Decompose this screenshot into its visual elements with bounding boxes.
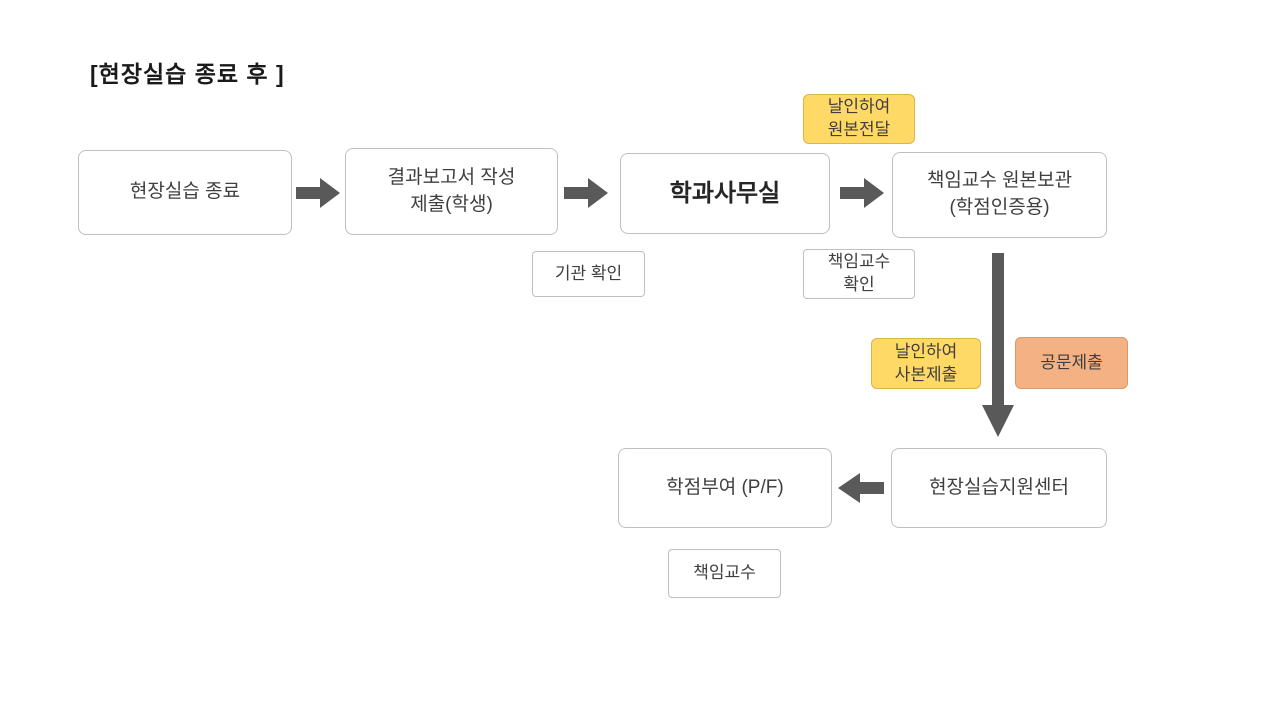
label-org-check-text: 기관 확인 xyxy=(554,263,623,283)
right-arrow-icon-2 xyxy=(564,178,608,208)
tag-seal-original-line2: 원본전달 xyxy=(827,120,891,139)
node-dept-office-label: 학과사무실 xyxy=(669,179,781,207)
tag-seal-original: 날인하여 원본전달 xyxy=(803,94,915,144)
down-arrow-icon xyxy=(982,253,1014,437)
tag-official-doc-text: 공문제출 xyxy=(1040,352,1103,372)
label-prof: 책임교수 xyxy=(668,549,781,598)
node-report-submit-line2: 제출(학생) xyxy=(410,193,493,215)
node-report-submit: 결과보고서 작성 제출(학생) xyxy=(345,148,558,235)
tag-seal-copy-line2: 사본제출 xyxy=(894,364,958,384)
node-prof-original-keep-line1: 책임교수 원본보관 xyxy=(926,170,1073,192)
node-field-training-end: 현장실습 종료 xyxy=(78,150,292,235)
tag-seal-copy-line1: 날인하여 xyxy=(894,341,958,361)
label-prof-check-line2: 확인 xyxy=(843,275,875,294)
label-prof-check-line1: 책임교수 xyxy=(827,252,891,272)
label-prof-check: 책임교수 확인 xyxy=(803,249,915,299)
node-report-submit-line1: 결과보고서 작성 xyxy=(387,166,516,188)
label-prof-text: 책임교수 xyxy=(693,563,756,583)
node-field-training-end-label: 현장실습 종료 xyxy=(129,181,241,203)
node-prof-original-keep: 책임교수 원본보관 (학점인증용) xyxy=(892,152,1107,238)
tag-official-doc: 공문제출 xyxy=(1015,337,1128,389)
left-arrow-icon xyxy=(838,473,884,503)
label-org-check: 기관 확인 xyxy=(532,251,645,297)
diagram-title: [현장실습 종료 후 ] xyxy=(90,61,285,87)
right-arrow-icon-1 xyxy=(296,178,340,208)
node-credit-grant-label: 학점부여 (P/F) xyxy=(666,476,784,498)
tag-seal-copy: 날인하여 사본제출 xyxy=(871,338,981,389)
node-prof-original-keep-line2: (학점인증용) xyxy=(949,197,1050,218)
tag-seal-original-line1: 날인하여 xyxy=(827,97,891,117)
node-dept-office: 학과사무실 xyxy=(620,153,830,234)
node-credit-grant: 학점부여 (P/F) xyxy=(618,448,832,528)
node-support-center-label: 현장실습지원센터 xyxy=(929,476,1069,498)
right-arrow-icon-3 xyxy=(840,178,884,208)
node-support-center: 현장실습지원센터 xyxy=(891,448,1107,528)
